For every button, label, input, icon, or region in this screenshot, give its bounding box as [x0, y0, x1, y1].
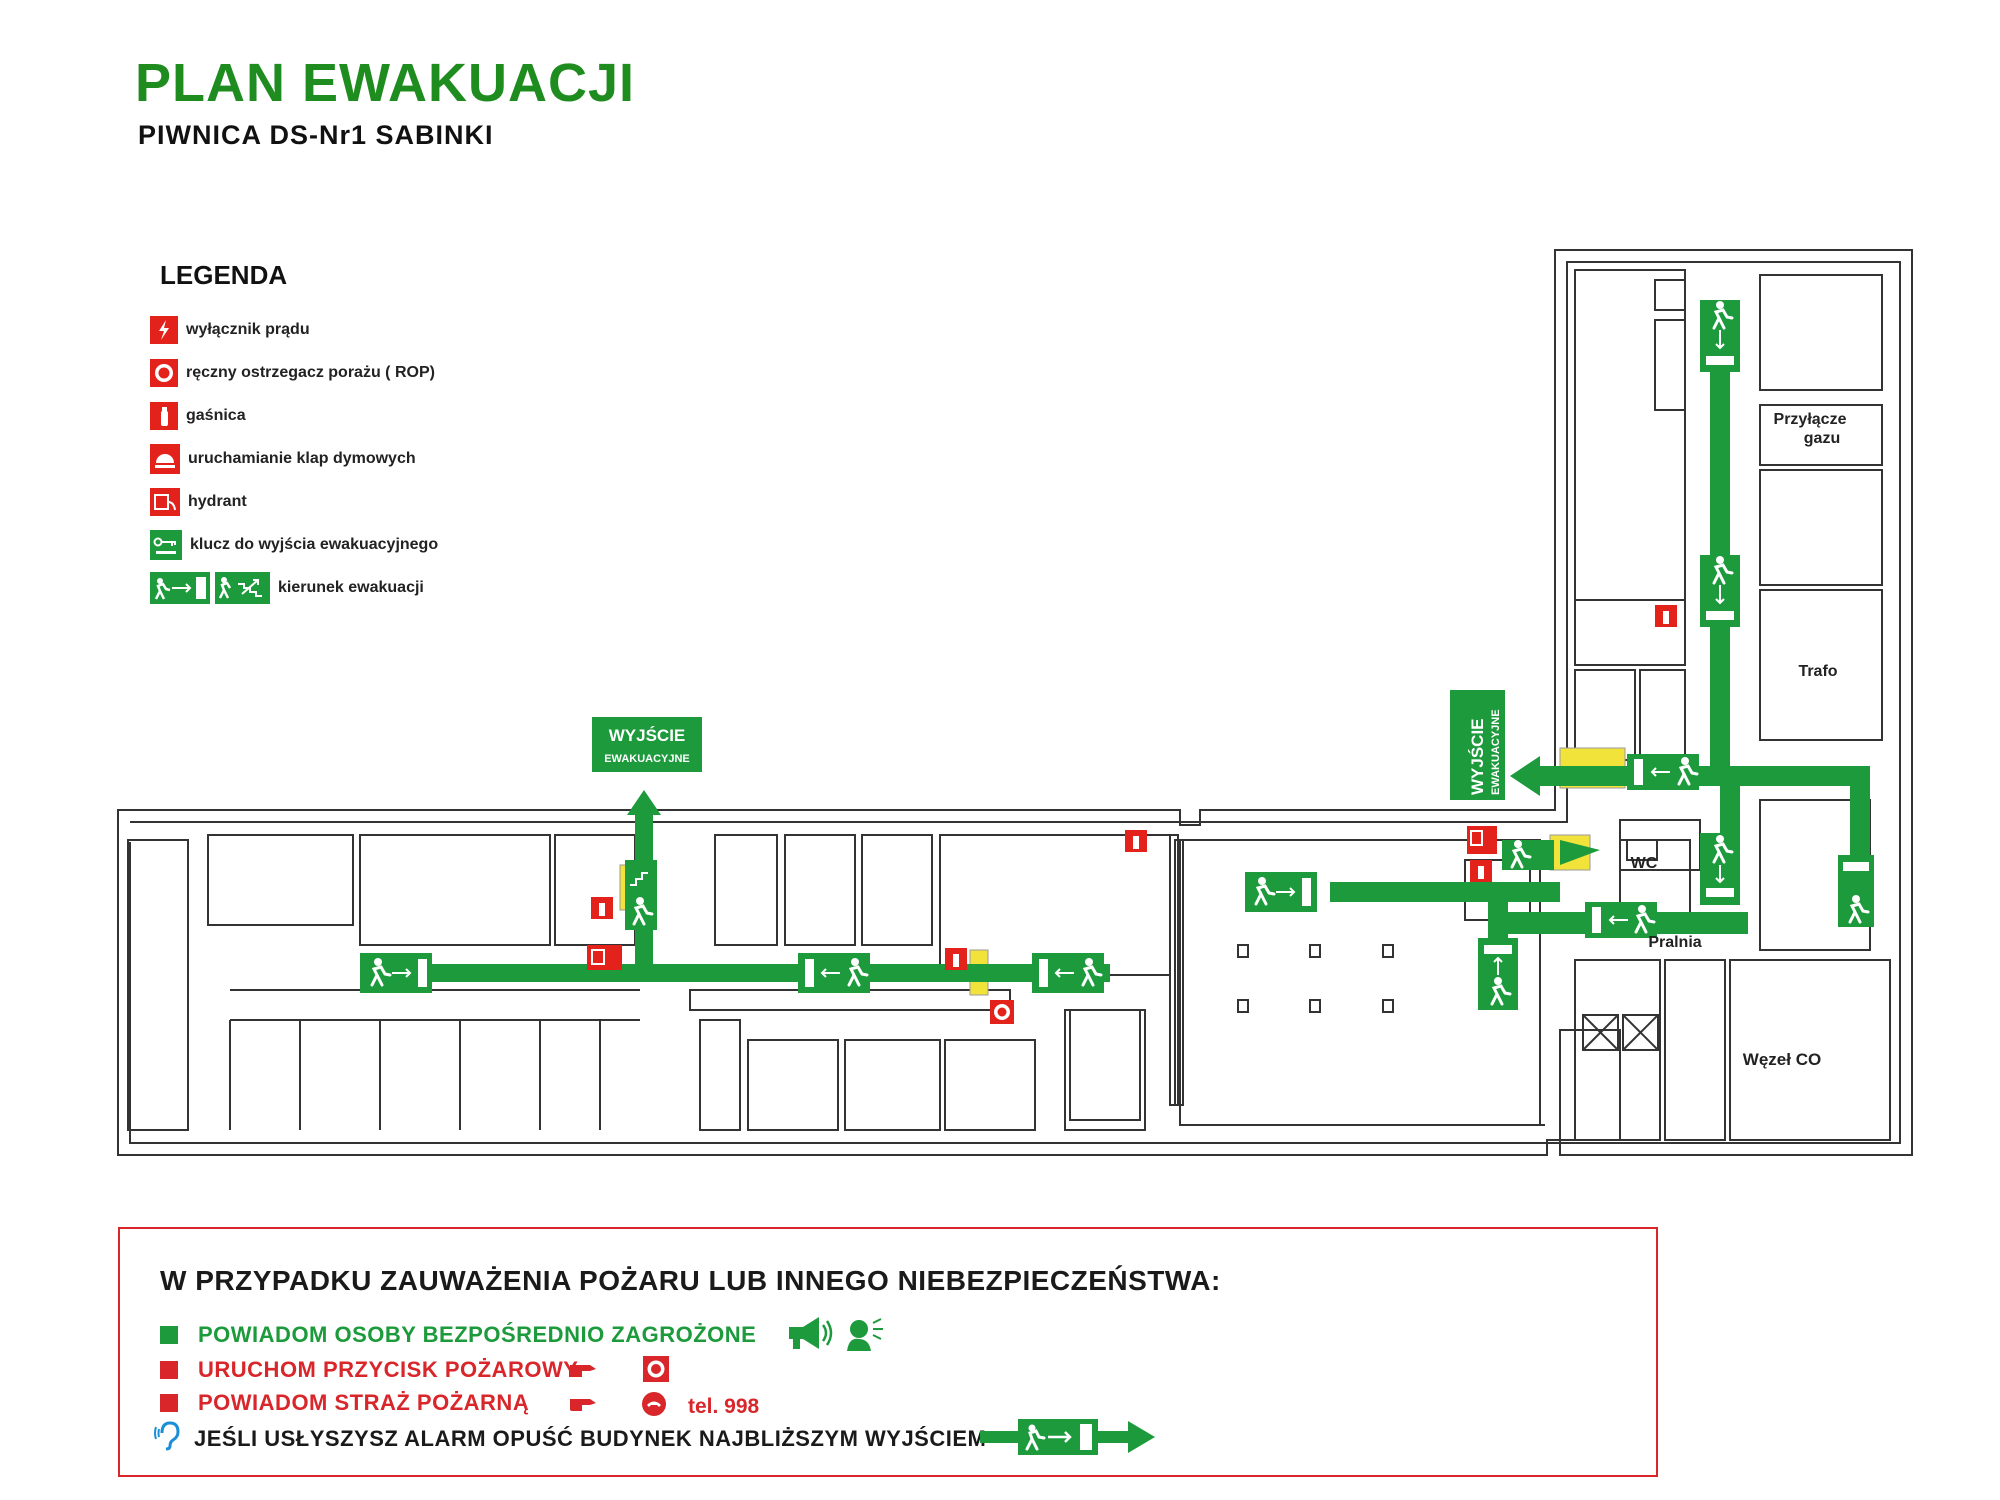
exit-sign-center	[798, 953, 870, 993]
legend-item-label: gaśnica	[186, 407, 246, 424]
legend-item-extinguisher: gaśnica	[150, 399, 480, 433]
fire-extinguisher-icon	[1655, 605, 1677, 627]
legend-item-evacuation-direction: kierunek ewakuacji	[150, 571, 480, 605]
fire-extinguisher-icon	[1470, 860, 1492, 882]
exit-sign-east	[1032, 953, 1104, 993]
fire-extinguisher-icon	[150, 402, 178, 430]
room-label-pralnia: Pralnia	[1648, 934, 1701, 951]
power-switch-icon	[150, 316, 178, 344]
instruction-text: JEŚLI USŁYSZYSZ ALARM OPUŚĆ BUDYNEK NAJB…	[194, 1426, 987, 1451]
room-labels: Przyłącze gazu Trafo WC Pralnia Węzeł CO	[1631, 411, 1847, 1069]
room-label-wc: WC	[1631, 855, 1658, 872]
exit-sign-tower-2	[1700, 554, 1740, 627]
room-label-gas-line2: gazu	[1804, 430, 1840, 447]
instruction-call-point: URUCHOM PRZYCISK POŻAROWY	[160, 1357, 578, 1383]
legend-item-label: hydrant	[188, 493, 247, 510]
exit-sign-pralnia	[1585, 902, 1657, 938]
exit-label-main: WYJŚCIE EWAKUACYJNE	[592, 717, 702, 772]
exit-label-main-line2: EWAKUACYJNE	[604, 753, 690, 765]
instruction-notify-people: POWIADOM OSOBY BEZPOŚREDNIO ZAGROŻONE	[160, 1322, 756, 1348]
evacuation-signs	[360, 299, 1874, 1010]
bullet-square	[160, 1394, 178, 1412]
plan-subtitle: PIWNICA DS-Nr1 SABINKI	[138, 120, 494, 150]
exit-key-icon	[150, 530, 182, 560]
manual-call-point-icon	[150, 359, 178, 387]
evacuation-routes	[380, 360, 1870, 982]
instruction-leave-building: JEŚLI USŁYSZYSZ ALARM OPUŚĆ BUDYNEK NAJB…	[194, 1426, 986, 1452]
evacuation-direction-icon	[150, 572, 270, 604]
exit-direction-icon	[980, 1417, 1160, 1462]
legend-item-hydrant: hydrant	[150, 485, 480, 519]
smoke-vent-control-icon	[150, 444, 180, 474]
instruction-call-fire-brigade: POWIADOM STRAŻ POŻARNĄ	[160, 1390, 529, 1416]
instruction-text: POWIADOM OSOBY BEZPOŚREDNIO ZAGROŻONE	[198, 1322, 757, 1347]
fire-extinguisher-icon	[591, 897, 613, 919]
instructions-heading: W PRZYPADKU ZAUWAŻENIA POŻARU LUB INNEGO…	[160, 1265, 1221, 1296]
safety-equipment	[587, 605, 1677, 1024]
exit-sign-left	[360, 953, 432, 993]
exit-sign-wc	[1700, 833, 1740, 905]
legend-title: LEGENDA	[160, 260, 288, 290]
hydrant-icon	[1467, 826, 1497, 854]
exit-label-side-line2: EWAKUACYJNE	[1490, 709, 1502, 795]
bullet-square	[160, 1361, 178, 1379]
building-walls	[117, 249, 1913, 1156]
room-label-heating: Węzeł CO	[1743, 1050, 1821, 1069]
legend-item-label: kierunek ewakuacji	[278, 579, 424, 596]
manual-call-point-icon	[990, 1000, 1014, 1024]
legend: LEGENDA wyłącznik prądu ręczny ostrzegac…	[150, 260, 480, 614]
hearing-icon	[154, 1419, 182, 1456]
exit-label-main-line1: WYJŚCIE	[609, 726, 686, 745]
instruction-text: POWIADOM STRAŻ POŻARNĄ	[198, 1390, 530, 1415]
legend-item-label: uruchamianie klap dymowych	[188, 450, 416, 467]
exit-label-side: WYJŚCIE EWAKUACYJNE	[1450, 690, 1505, 800]
instruction-text: URUCHOM PRZYCISK POŻAROWY	[198, 1357, 579, 1382]
legend-item-label: klucz do wyjścia ewakuacyjnego	[190, 536, 439, 553]
exit-sign-south	[1478, 938, 1518, 1010]
room-label-gas-line1: Przyłącze	[1774, 411, 1847, 428]
bullet-square	[160, 1326, 178, 1344]
legend-item-label: wyłącznik prądu	[186, 321, 310, 338]
exit-sign-stairs	[625, 860, 657, 930]
pointing-hand-icon	[568, 1393, 598, 1418]
exit-sign-side-door	[1627, 754, 1699, 790]
legend-item-exit-key: klucz do wyjścia ewakuacyjnego	[150, 528, 480, 562]
legend-item-label: ręczny ostrzegacz porażu ( ROP)	[186, 364, 435, 381]
emergency-instructions: W PRZYPADKU ZAUWAŻENIA POŻARU LUB INNEGO…	[118, 1227, 1658, 1477]
hydrant-icon	[587, 945, 622, 970]
fire-extinguisher-icon	[945, 948, 967, 970]
exit-sign-east-wing	[1838, 855, 1874, 927]
legend-item-smoke-vent: uruchamianie klap dymowych	[150, 442, 480, 476]
room-label-trafo: Trafo	[1798, 663, 1837, 680]
fire-extinguisher-icon	[1125, 830, 1147, 852]
legend-item-power-switch: wyłącznik prądu	[150, 313, 480, 347]
phone-icon	[642, 1392, 666, 1421]
megaphone-icon	[785, 1313, 885, 1358]
pointing-hand-icon	[568, 1359, 598, 1384]
legend-item-call-point: ręczny ostrzegacz porażu ( ROP)	[150, 356, 480, 390]
exit-sign-tower-1	[1700, 299, 1740, 372]
hydrant-icon	[150, 488, 180, 516]
exit-sign-hall	[1245, 872, 1317, 912]
fire-brigade-phone: tel. 998	[688, 1395, 760, 1418]
exit-label-side-line1: WYJŚCIE	[1468, 718, 1487, 795]
manual-call-point-icon	[643, 1356, 669, 1387]
plan-title: PLAN EWAKUACJI	[135, 53, 636, 113]
exit-sign-stairwell	[1502, 838, 1554, 870]
